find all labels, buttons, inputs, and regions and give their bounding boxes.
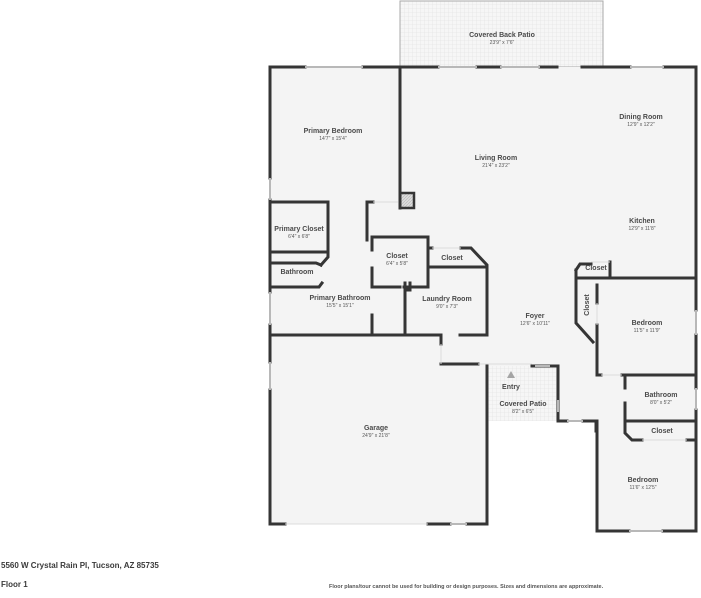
primary-closet-dims: 6'4" x 6'8" — [288, 234, 310, 240]
closet-center-dims: 6'4" x 5'8" — [386, 261, 408, 267]
garage-dims: 24'9" x 21'8" — [362, 433, 390, 439]
foyer-label: Foyer — [525, 313, 544, 320]
primary-closet-label: Primary Closet — [274, 226, 324, 233]
laundry-room-dims: 9'0" x 7'3" — [436, 304, 458, 310]
kitchen-dims: 12'9" x 11'8" — [628, 226, 655, 232]
covered-patio-label: Covered Patio — [499, 401, 546, 408]
primary-bedroom-label: Primary Bedroom — [304, 128, 363, 135]
closet-bedroom-2-label: Closet — [651, 428, 673, 435]
property-address: 5560 W Crystal Rain Pl, Tucson, AZ 85735 — [1, 561, 159, 570]
bathroom-small-label: Bathroom — [280, 269, 313, 276]
dining-room-label: Dining Room — [619, 114, 663, 121]
entry-arrow-icon — [507, 371, 515, 378]
laundry-room-label: Laundry Room — [422, 296, 471, 303]
covered-patio-dims: 8'2" x 6'5" — [512, 409, 534, 415]
bedroom-2-dims: 11'6" x 12'5" — [629, 485, 656, 491]
doorways — [285, 201, 687, 525]
living-room-dims: 21'4" x 23'2" — [482, 163, 510, 169]
floor-label: Floor 1 — [1, 580, 28, 589]
disclaimer-text: Floor plans/tour cannot be used for buil… — [329, 584, 604, 590]
fireplace-column — [398, 191, 416, 210]
entry-label: Entry — [502, 384, 520, 391]
bathroom-2-label: Bathroom — [644, 392, 677, 399]
closet-right-top-label: Closet — [585, 265, 607, 272]
covered-back-patio-label: Covered Back Patio — [469, 32, 535, 39]
primary-bathroom-dims: 15'5" x 15'1" — [326, 303, 354, 309]
primary-bathroom-label: Primary Bathroom — [309, 295, 370, 302]
windows — [269, 66, 697, 532]
foyer-dims: 12'6" x 10'11" — [520, 321, 550, 327]
living-room-label: Living Room — [475, 155, 517, 162]
covered-patio-tiles — [488, 366, 558, 421]
walls — [268, 65, 698, 533]
room-labels: Covered Back Patio 23'9" x 7'6" Primary … — [274, 32, 677, 491]
garage-label: Garage — [364, 425, 388, 432]
bathroom-2-dims: 8'0" x 5'2" — [650, 400, 672, 406]
covered-back-patio — [399, 0, 604, 68]
primary-bedroom-dims: 14'7" x 15'4" — [319, 136, 347, 142]
bedroom-2-label: Bedroom — [628, 477, 659, 484]
closet-laundry-label: Closet — [441, 255, 463, 262]
kitchen-label: Kitchen — [629, 218, 655, 225]
dining-room-dims: 12'9" x 12'2" — [627, 122, 655, 128]
closet-center-label: Closet — [386, 253, 408, 260]
bedroom-1-label: Bedroom — [632, 320, 663, 327]
bedroom-1-dims: 11'5" x 11'9" — [634, 328, 661, 334]
closet-right-vertical-label: Closet — [584, 294, 591, 316]
covered-back-patio-dims: 23'9" x 7'6" — [490, 40, 515, 46]
